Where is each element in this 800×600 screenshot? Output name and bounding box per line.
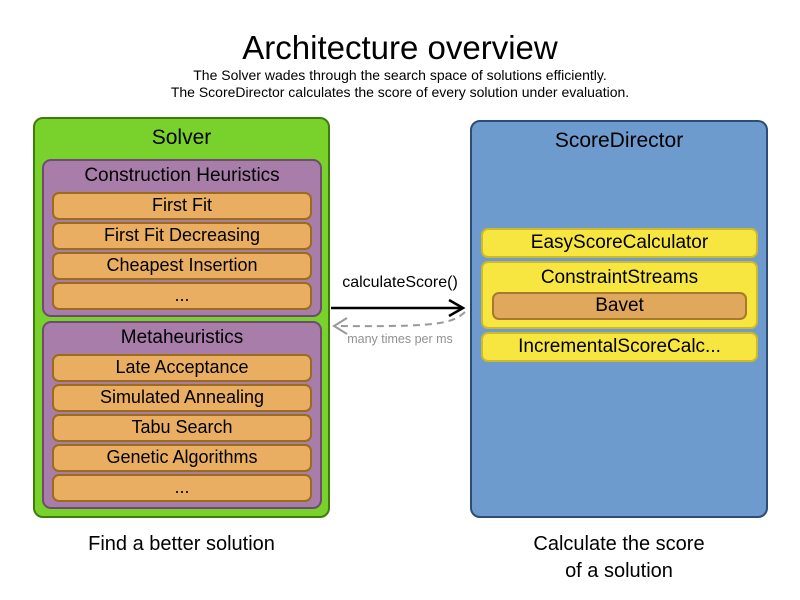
scoredirector-box: ScoreDirector EasyScoreCalculator Constr… [470, 120, 768, 518]
calculate-score-label: calculateScore() [342, 274, 458, 291]
calculator-item-easyscorecalculator: EasyScoreCalculator [481, 228, 758, 258]
calculator-item-incrementalscorecalc: IncrementalScoreCalc... [481, 332, 758, 362]
bavet-item: Bavet [492, 292, 747, 320]
algorithm-item-tabu-search: Tabu Search [52, 414, 312, 442]
scoredirector-caption-line-2: of a solution [565, 560, 673, 582]
algorithm-item-genetic-algorithms: Genetic Algorithms [52, 444, 312, 472]
metaheuristics-title: Metaheuristics [120, 327, 244, 348]
subtitle-line-1: The Solver wades through the search spac… [193, 67, 607, 83]
subtitle-line-2: The ScoreDirector calculates the score o… [170, 84, 630, 100]
solver-box: Solver Construction Heuristics First Fit… [33, 117, 330, 518]
algorithm-item-first-fit: First Fit [52, 192, 312, 220]
constraintstreams-label: ConstraintStreams [540, 267, 699, 288]
algorithm-item-simulated-annealing: Simulated Annealing [52, 384, 312, 412]
solver-caption: Find a better solution [88, 533, 275, 555]
metaheuristics-group: Metaheuristics Late Acceptance Simulated… [42, 321, 322, 509]
scoredirector-caption: Calculate the score of a solution [470, 531, 768, 585]
calculate-score-arrowhead [448, 298, 466, 318]
construction-heuristics-group: Construction Heuristics First Fit First … [42, 159, 322, 317]
algorithm-item-mh-ellipsis: ... [52, 474, 312, 502]
page-title: Architecture overview [242, 29, 558, 66]
construction-heuristics-title: Construction Heuristics [84, 165, 280, 186]
frequency-label: many times per ms [347, 332, 453, 346]
calculator-item-constraintstreams: ConstraintStreams Bavet [481, 261, 758, 329]
algorithm-item-ch-ellipsis: ... [52, 282, 312, 310]
calculator-stack: EasyScoreCalculator ConstraintStreams Ba… [481, 228, 758, 365]
solver-box-title: Solver [151, 126, 212, 149]
scoredirector-caption-line-1: Calculate the score [533, 533, 705, 555]
return-arrow-line [335, 311, 466, 328]
scoredirector-box-title: ScoreDirector [554, 129, 684, 152]
algorithm-item-cheapest-insertion: Cheapest Insertion [52, 252, 312, 280]
algorithm-item-late-acceptance: Late Acceptance [52, 354, 312, 382]
algorithm-item-first-fit-decreasing: First Fit Decreasing [52, 222, 312, 250]
